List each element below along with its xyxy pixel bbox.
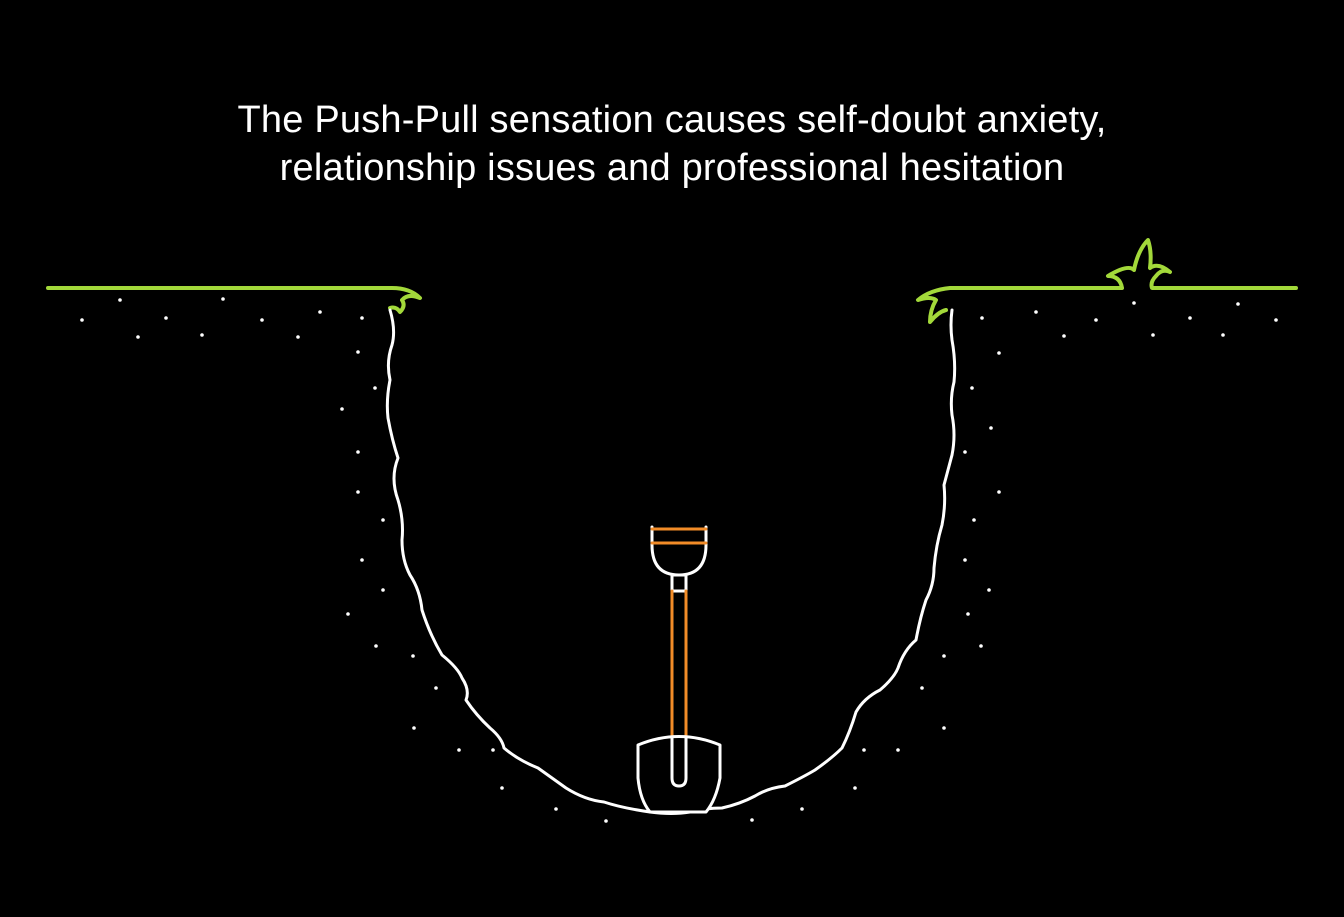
shovel-icon bbox=[636, 525, 722, 814]
soil-dots bbox=[80, 297, 1278, 823]
caption: The Push-Pull sensation causes self-doub… bbox=[0, 96, 1344, 192]
caption-line-2: relationship issues and professional hes… bbox=[279, 147, 1065, 189]
ground-left bbox=[46, 286, 422, 314]
caption-line-1: The Push-Pull sensation causes self-doub… bbox=[237, 99, 1107, 141]
ground-right bbox=[916, 238, 1298, 324]
